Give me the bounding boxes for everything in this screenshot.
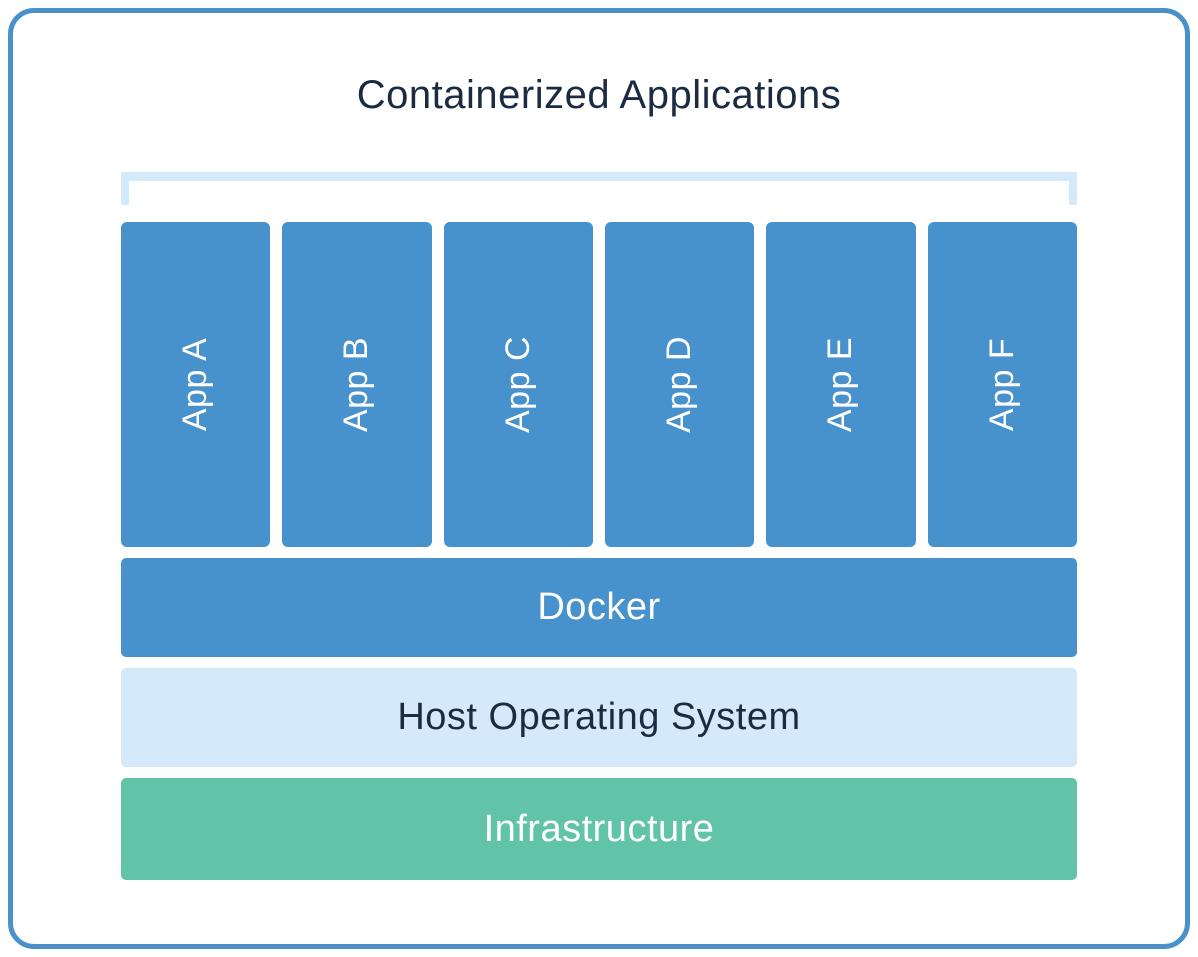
app-label-b: App B [337, 336, 376, 433]
app-box-b: App B [282, 222, 432, 547]
apps-group-bracket [121, 172, 1077, 205]
layer-host-os-label: Host Operating System [397, 696, 801, 738]
layer-infrastructure: Infrastructure [121, 778, 1077, 880]
app-label-f: App F [982, 337, 1021, 432]
apps-row: App A App B App C App D App E App F [121, 222, 1077, 547]
diagram-content: App A App B App C App D App E App F Dock… [121, 172, 1077, 880]
app-box-d: App D [604, 222, 755, 547]
app-label-d: App D [660, 336, 699, 433]
app-label-a: App A [176, 337, 215, 432]
layer-infrastructure-label: Infrastructure [483, 807, 715, 850]
app-label-e: App E [821, 336, 860, 433]
diagram-card: Containerized Applications App A App B A… [8, 8, 1190, 949]
app-box-f: App F [927, 222, 1077, 547]
layer-docker-label: Docker [537, 586, 661, 628]
layer-host-os: Host Operating System [121, 668, 1077, 767]
diagram-title: Containerized Applications [356, 73, 842, 117]
app-label-c: App C [498, 336, 537, 433]
app-box-e: App E [766, 222, 916, 547]
app-box-c: App C [443, 222, 593, 547]
layer-docker: Docker [121, 558, 1077, 657]
app-box-a: App A [121, 222, 271, 547]
